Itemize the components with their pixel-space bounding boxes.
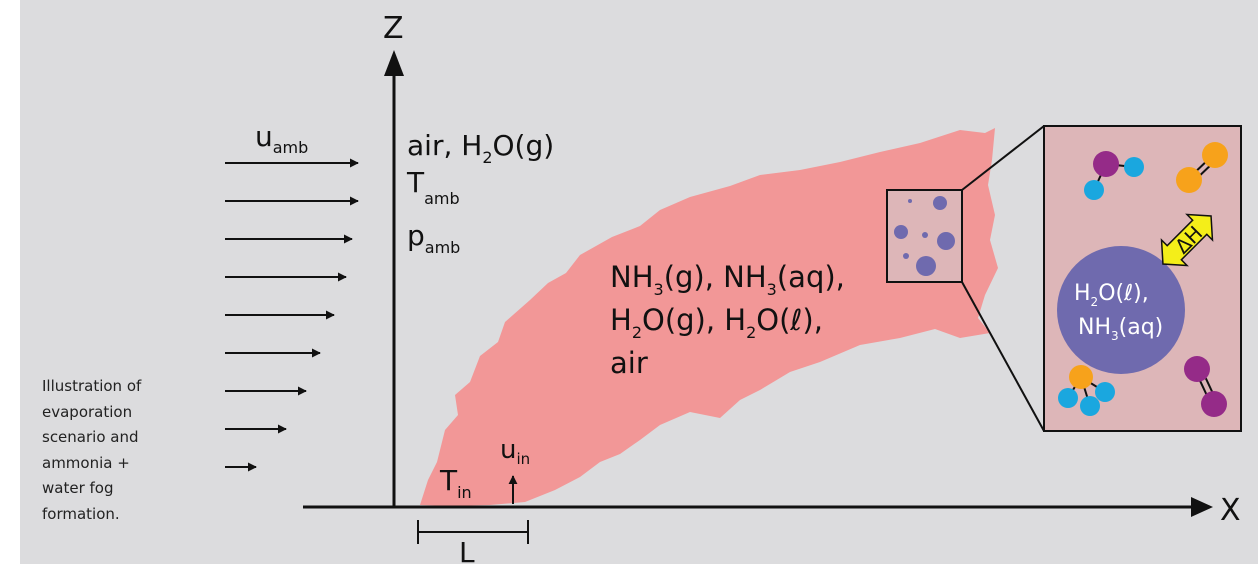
t-in-label: Tin (439, 464, 472, 502)
molecule-bottom-right (1184, 356, 1227, 417)
ambient-composition: air, H2O(g) (407, 129, 554, 167)
z-axis-arrowhead (384, 50, 404, 76)
u-amb-label: uamb (255, 120, 308, 157)
length-dimension (417, 520, 529, 544)
droplet-label-line2: NH3(aq) (1078, 315, 1163, 343)
p-amb-label: pamb (407, 219, 460, 257)
plume-species-line1: NH3(g), NH3(aq), (610, 260, 845, 299)
x-axis-label: X (1220, 493, 1241, 528)
caption-line: ammonia + (42, 453, 130, 472)
zoom-line-top (961, 125, 1045, 191)
zoom-line-bottom (961, 281, 1045, 432)
molecule-bottom-left (1058, 365, 1115, 416)
droplet-sample-bubbles (894, 196, 955, 276)
caption-line: Illustration of (42, 377, 142, 395)
wind-arrows (225, 158, 359, 472)
figure-caption: Illustration of evaporation scenario and… (42, 374, 182, 527)
u-in-label: uin (500, 435, 530, 468)
plume-cloud (420, 128, 998, 506)
molecule-top-left (1084, 151, 1144, 200)
molecule-top-right (1176, 142, 1228, 193)
droplet (1057, 246, 1185, 374)
plume-species-line2: H2O(g), H2O(ℓ), (610, 303, 823, 342)
z-axis-label: Z (383, 11, 404, 46)
t-amb-label: Tamb (406, 166, 460, 208)
caption-line: formation. (42, 504, 120, 523)
plume-species-line3: air (610, 346, 648, 380)
droplet-label-line1: H2O(ℓ), (1074, 281, 1149, 309)
length-label: L (459, 536, 475, 564)
caption-line: evaporation (42, 402, 133, 421)
caption-line: water fog (42, 479, 114, 497)
caption-line: scenario and (42, 428, 139, 446)
x-axis-arrowhead (1191, 497, 1213, 517)
